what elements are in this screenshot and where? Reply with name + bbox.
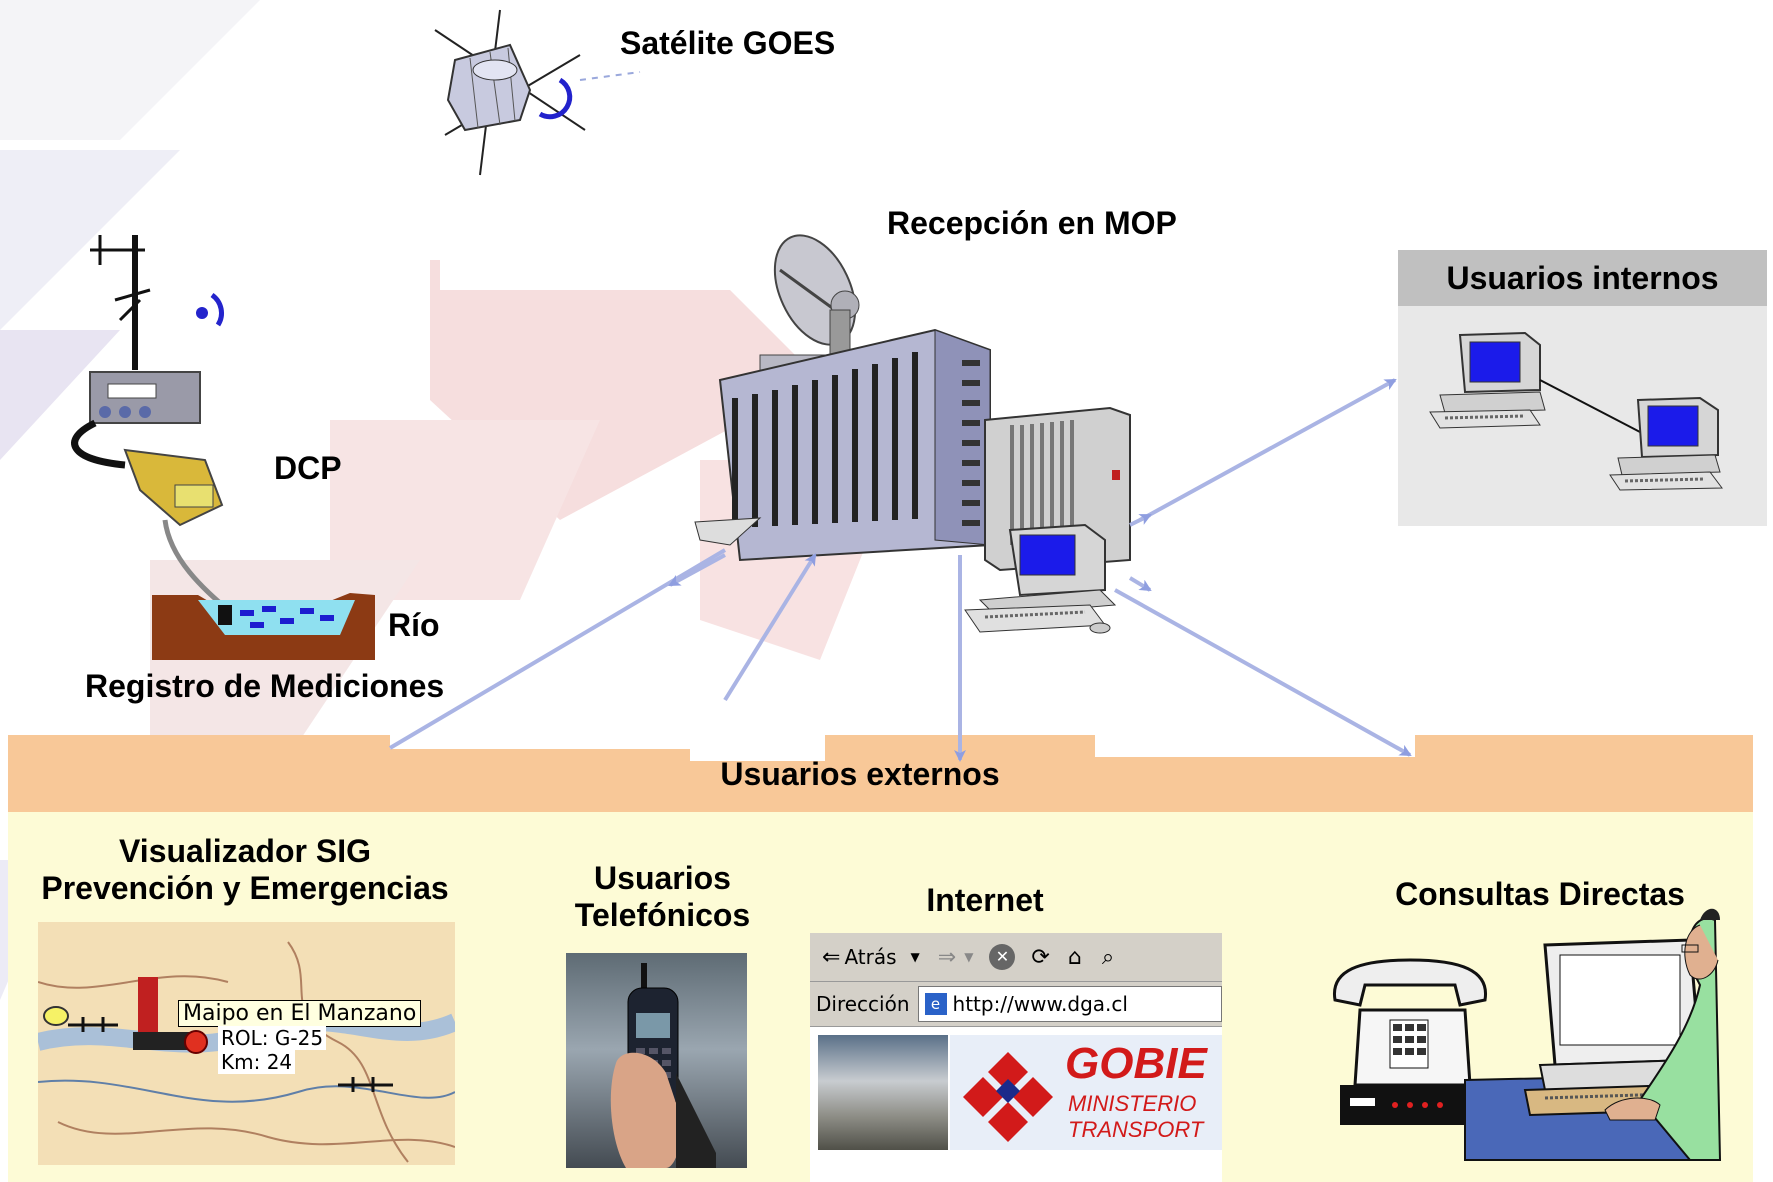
url-text: http://www.dga.cl <box>952 992 1128 1016</box>
sig-viewer-title: Visualizador SIG Prevención y Emergencia… <box>0 833 490 907</box>
cellphone-icon <box>610 963 716 1168</box>
reception-label: Recepción en MOP <box>887 205 1177 241</box>
forward-arrow-icon[interactable]: ⇒ <box>937 944 957 970</box>
address-label: Dirección <box>816 992 910 1016</box>
government-logo-icon <box>963 1052 1053 1142</box>
phone-users-title: Usuarios Telefónicos <box>540 860 785 934</box>
internal-computer-icon <box>1609 396 1723 491</box>
satellite-icon <box>434 9 641 176</box>
banner-title: GOBIE <box>1065 1039 1207 1088</box>
phone-photo <box>566 953 747 1168</box>
river-label: Río <box>388 607 440 643</box>
home-icon[interactable]: ⌂ <box>1067 944 1082 970</box>
internal-computer-icon <box>1429 331 1546 429</box>
satellite-label: Satélite GOES <box>620 25 836 61</box>
banner-area: GOBIE MINISTERIO TRANSPORT <box>950 1035 1222 1150</box>
dcp-label: DCP <box>274 450 342 486</box>
browser-window: ⇐ Atrás ▼ ⇒ ▼ ✕ ⟳ ⌂ ⌕ Dirección e http:/… <box>810 933 1222 1182</box>
internal-users-title: Usuarios internos <box>1446 259 1719 296</box>
sig-map-image: Maipo en El Manzano ROL: G-25 Km: 24 <box>38 922 455 1165</box>
map-rol: ROL: G-25 <box>218 1026 327 1050</box>
banner-subtitle-1: MINISTERIO <box>1068 1091 1197 1116</box>
back-button[interactable]: Atrás <box>844 945 897 969</box>
ie-page-icon: e <box>924 993 947 1015</box>
external-users-band <box>8 735 1753 812</box>
direct-queries-title: Consultas Directas <box>1395 876 1685 912</box>
river-icon <box>152 593 375 660</box>
map-tooltip: Maipo en El Manzano <box>178 1000 422 1027</box>
internet-title: Internet <box>926 882 1044 918</box>
address-bar: Dirección e http://www.dga.cl <box>810 982 1222 1027</box>
external-users-title: Usuarios externos <box>720 756 1000 792</box>
internal-users-panel: Usuarios internos <box>1398 250 1767 526</box>
band-notch <box>690 735 825 761</box>
dropdown-icon[interactable]: ▼ <box>964 950 974 964</box>
sig-title-line1: Visualizador SIG <box>119 833 371 869</box>
url-field[interactable]: e http://www.dga.cl <box>917 986 1222 1022</box>
map-km: Km: 24 <box>218 1050 296 1074</box>
band-notch <box>1095 735 1415 757</box>
band-notch <box>390 735 690 749</box>
internal-users-header: Usuarios internos <box>1398 250 1767 306</box>
browser-page: GOBIE MINISTERIO TRANSPORT <box>810 1027 1222 1182</box>
refresh-icon[interactable]: ⟳ <box>1031 944 1050 970</box>
network-link <box>1539 379 1641 433</box>
server-workstation-icon <box>964 523 1117 634</box>
dropdown-icon[interactable]: ▼ <box>910 950 920 964</box>
flow-arrows <box>388 378 1412 762</box>
reception-building-icon <box>694 234 1131 572</box>
phone-title-line2: Telefónicos <box>574 896 751 933</box>
banner-subtitle-2: TRANSPORT <box>1068 1117 1204 1142</box>
measurements-label: Registro de Mediciones <box>85 668 445 704</box>
phone-title-line1: Usuarios <box>594 860 731 896</box>
back-arrow-icon[interactable]: ⇐ <box>822 944 841 970</box>
sig-title-line2: Prevención y Emergencias <box>41 869 449 906</box>
dcp-station-icon <box>71 235 230 612</box>
waterfall-photo <box>818 1035 948 1150</box>
browser-toolbar: ⇐ Atrás ▼ ⇒ ▼ ✕ ⟳ ⌂ ⌕ <box>810 933 1222 982</box>
stop-icon[interactable]: ✕ <box>989 944 1016 970</box>
search-icon[interactable]: ⌕ <box>1101 944 1115 970</box>
